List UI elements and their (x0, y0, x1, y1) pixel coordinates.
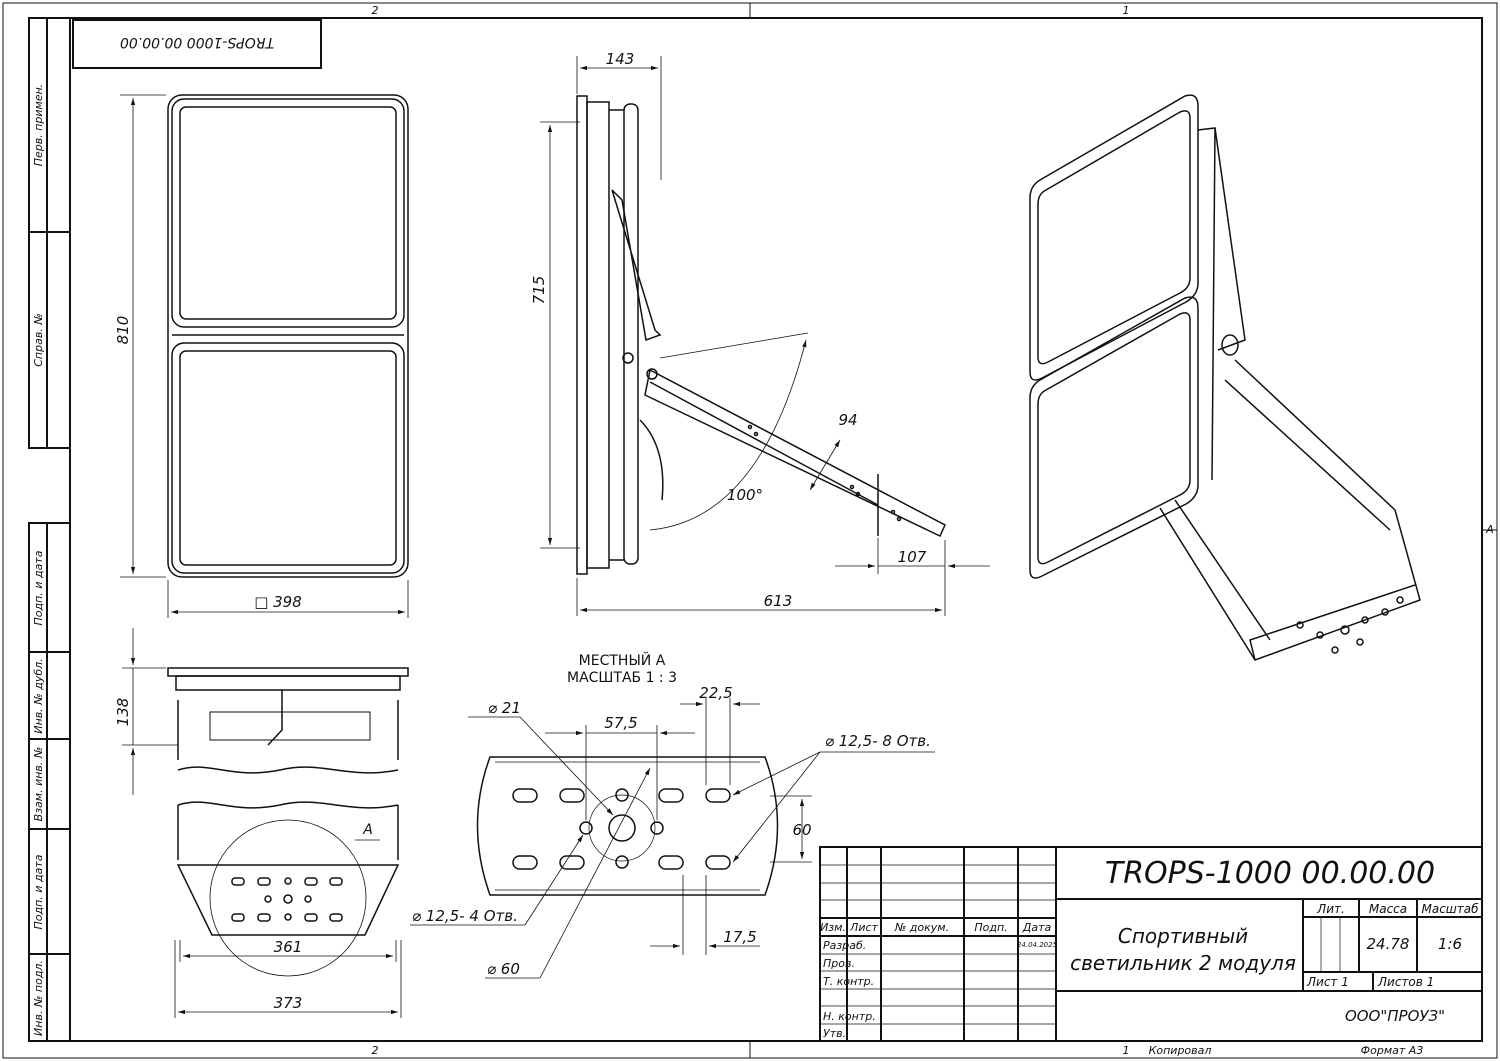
zone-label-top-1: 1 (1123, 4, 1130, 17)
title-block-name-line1: Спортивный (1118, 924, 1248, 948)
detail-d22: 22,5 (699, 684, 732, 702)
detail-d60v: 60 (792, 821, 811, 839)
dim-arm-angle: 100° (727, 486, 763, 504)
stamp-sprav-no: Справ. № (32, 313, 45, 367)
title-block-scale-label: Масштаб (1421, 902, 1479, 916)
title-block-mass-label: Масса (1369, 902, 1407, 916)
title-block-sheet-label: Лист 1 (1306, 975, 1349, 989)
view-marker-a: A (362, 822, 373, 838)
title-block-company: ООО"ПРОУЗ" (1345, 1007, 1445, 1025)
footer-format: Формат А3 (1361, 1044, 1424, 1057)
title-block-row-nkontr: Н. контр. (823, 1010, 876, 1023)
stamp-inv-podl: Инв. № подл. (32, 960, 45, 1036)
title-block-row-razrab: Разраб. (823, 939, 866, 952)
title-block-lit-label: Лит. (1316, 902, 1345, 916)
title-block-col-izm: Изм. (820, 921, 846, 934)
side-stamp-column (28, 17, 71, 1042)
detail-a-plate (476, 756, 779, 896)
mirrored-code-box: TROPS-1000 00.00.00 (72, 19, 322, 69)
stamp-podp-data-1: Подп. и дата (32, 550, 45, 625)
title-block-scale-value: 1:6 (1438, 935, 1462, 953)
dim-bottom-height: 138 (114, 698, 132, 727)
title-block-code: TROPS-1000 00.00.00 (1105, 856, 1435, 891)
dim-front-width: □ 398 (254, 593, 302, 611)
title-block-row-tkontr: Т. контр. (823, 975, 874, 988)
dim-side-total: 613 (764, 592, 793, 610)
dim-side-depth: 143 (606, 50, 635, 68)
bottom-view (167, 667, 409, 977)
title-block-name-line2: светильник 2 модуля (1070, 951, 1296, 975)
detail-title-line1: МЕСТНЫЙ А (579, 651, 666, 669)
detail-title-line2: МАСШТАБ 1 : 3 (567, 670, 677, 686)
bottom-dimensions (122, 628, 402, 1018)
title-block-col-list: Лист (849, 921, 878, 934)
title-block-col-podp: Подп. (974, 921, 1007, 934)
footer-copied-num: 1 (1123, 1044, 1130, 1057)
zone-label-right-a: A (1485, 523, 1494, 536)
stamp-perv-primen: Перв. примен. (32, 84, 45, 167)
zone-label-top-2: 2 (372, 4, 379, 17)
detail-d57: 57,5 (604, 714, 637, 732)
dim-bottom-outer: 373 (274, 994, 303, 1012)
title-block-sheets-label: Листов 1 (1377, 975, 1434, 989)
title-block-row-prov: Пров. (823, 957, 855, 970)
dim-side-height: 715 (530, 276, 548, 305)
detail-a-dimensions (410, 698, 935, 979)
title-block-row-utv: Утв. (823, 1027, 846, 1040)
detail-d21: ⌀ 21 (488, 699, 521, 717)
stamp-inv-dubl: Инв. № дубл. (32, 658, 45, 733)
dim-bottom-inner: 361 (274, 938, 303, 956)
zone-label-bottom-2: 2 (372, 1044, 379, 1057)
title-block-mass-value: 24.78 (1367, 935, 1410, 953)
detail-d60: ⌀ 60 (487, 960, 520, 978)
title-block-date-value: 24.04.2025 (1017, 941, 1058, 949)
stamp-podp-data-2: Подп. и дата (32, 854, 45, 929)
mirrored-code: TROPS-1000 00.00.00 (120, 34, 274, 50)
title-block-col-doc: № докум. (894, 921, 949, 934)
detail-holes4: ⌀ 12,5- 4 Отв. (412, 907, 518, 925)
dim-side-foot: 107 (898, 548, 927, 566)
isometric-view (1029, 94, 1421, 661)
dim-front-height: 810 (114, 316, 132, 345)
title-block-grid (819, 846, 1483, 1042)
front-view (167, 94, 409, 578)
title-block-fine-lines (820, 864, 1341, 1025)
title-block-col-data: Дата (1022, 921, 1052, 934)
side-view (576, 95, 946, 575)
detail-d17: 17,5 (723, 928, 756, 946)
stamp-vzam-inv: Взам. инв. № (32, 747, 45, 822)
front-dimensions (120, 94, 409, 618)
detail-holes8: ⌀ 12,5- 8 Отв. (825, 732, 931, 750)
side-dimensions (540, 56, 990, 616)
dim-arm-width: 94 (838, 411, 857, 429)
footer-copied: Копировал (1149, 1044, 1212, 1057)
